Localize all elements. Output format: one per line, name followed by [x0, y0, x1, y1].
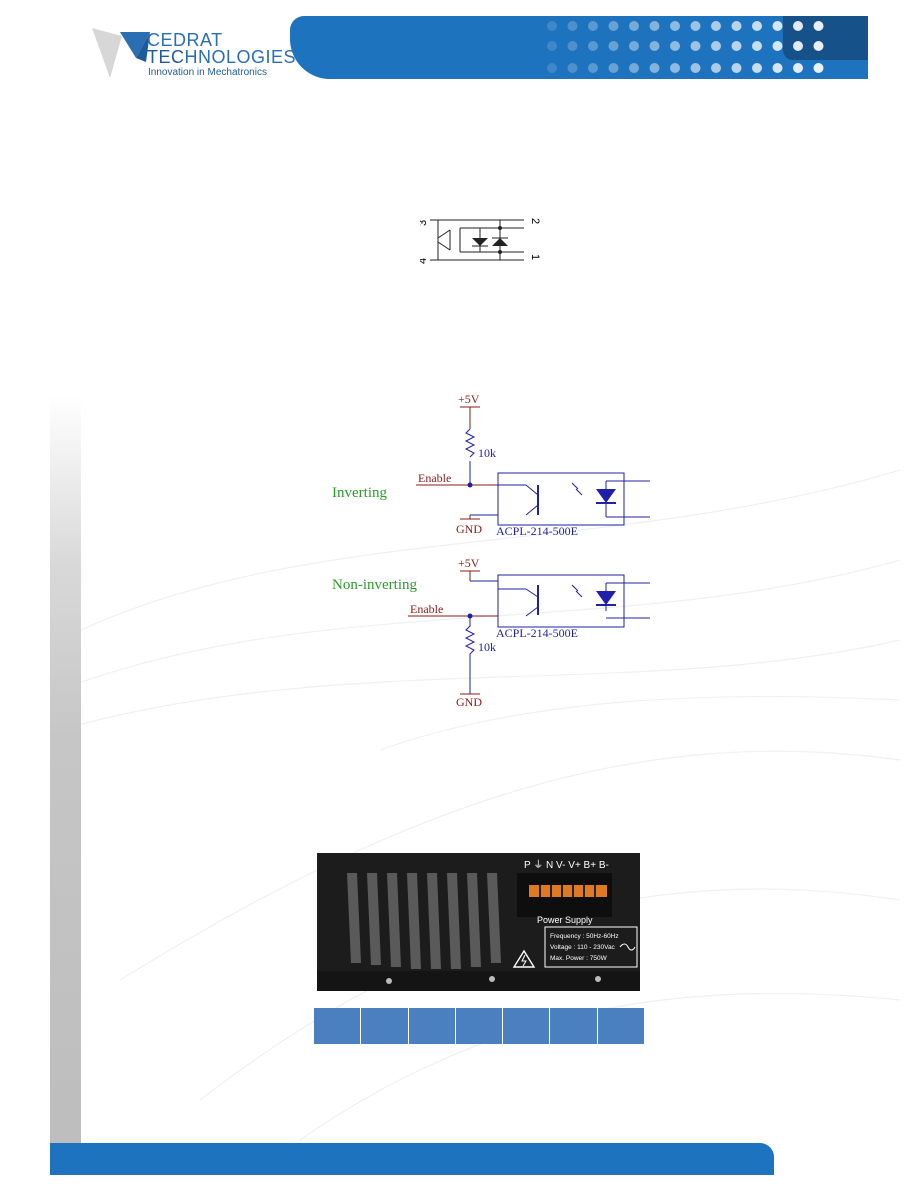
inverting-supply-label: +5V	[458, 392, 480, 406]
logo-name-line2: TECHNOLOGIES	[147, 47, 296, 68]
header-dot	[629, 21, 639, 31]
terminal-table	[314, 1008, 644, 1044]
header-dot	[752, 63, 762, 73]
header-dot	[813, 21, 824, 31]
header-dot	[813, 41, 824, 51]
pin-1-label: 1	[529, 254, 540, 260]
footer-bar	[50, 1143, 774, 1175]
ac-symbol-icon	[619, 943, 636, 951]
header-dot	[793, 63, 803, 73]
table-cell	[502, 1008, 551, 1044]
table-cell	[360, 1008, 409, 1044]
header-dot	[608, 41, 619, 51]
header-dot	[793, 21, 803, 31]
header-dot	[670, 21, 680, 31]
table-cell	[597, 1008, 644, 1044]
inverting-gnd-label: GND	[456, 522, 482, 536]
power-connector-photo: P ⏚ N V- V+ B+ B- Power Supply Frequency…	[317, 853, 640, 991]
inverting-enable-label: Enable	[418, 471, 451, 485]
header-dot	[752, 21, 762, 31]
header-dot	[711, 21, 721, 31]
header-dot	[547, 41, 557, 51]
noninverting-resistor-label: 10k	[478, 640, 496, 654]
logo-tagline: Innovation in Mechatronics	[148, 67, 267, 78]
header-dot	[608, 21, 619, 31]
header-dot	[772, 21, 783, 31]
header-dot	[608, 63, 619, 73]
noninverting-supply-label: +5V	[458, 556, 480, 570]
header-dot	[690, 21, 701, 31]
header-dot	[649, 21, 660, 31]
high-voltage-warning-icon	[512, 949, 536, 968]
header-dot	[690, 63, 701, 73]
header-dot	[813, 63, 824, 73]
header-dot	[588, 63, 598, 73]
header-banner	[290, 16, 868, 79]
logo-mark-icon	[92, 28, 150, 78]
header-dot	[567, 41, 578, 51]
header-dot	[588, 41, 598, 51]
header-dot	[629, 41, 639, 51]
noninverting-title: Non-inverting	[332, 577, 417, 593]
header-dot	[772, 41, 783, 51]
inverting-title: Inverting	[332, 485, 387, 501]
header-dot	[711, 63, 721, 73]
header-dot	[731, 63, 742, 73]
header-dot	[670, 41, 680, 51]
header-dot	[711, 41, 721, 51]
header-dot	[547, 63, 557, 73]
header-dot	[731, 21, 742, 31]
header-dot-pattern	[547, 21, 824, 73]
spec-frequency: Frequency : 50Hz-60Hz	[550, 933, 619, 940]
terminal-labels: P ⏚ N V- V+ B+ B-	[524, 859, 609, 871]
header-dot	[547, 21, 557, 31]
header-dot	[588, 21, 598, 31]
pin-3-label: 3	[420, 220, 429, 226]
table-cell	[549, 1008, 598, 1044]
noninverting-part-label: ACPL-214-500E	[496, 626, 578, 640]
noninverting-gnd-label: GND	[456, 695, 482, 709]
spec-voltage: Voltage : 110 - 230Vac	[550, 944, 616, 951]
table-cell	[314, 1008, 362, 1044]
spec-power: Max. Power : 750W	[550, 955, 608, 962]
logo-name-line1: CEDRAT	[147, 30, 223, 50]
header-dot	[670, 63, 680, 73]
power-supply-caption: Power Supply	[537, 915, 593, 925]
header-dot	[567, 21, 578, 31]
header-dot	[793, 41, 803, 51]
header-dot	[690, 41, 701, 51]
header-dot	[567, 63, 578, 73]
inverting-part-label: ACPL-214-500E	[496, 524, 578, 538]
noninverting-enable-label: Enable	[410, 602, 443, 616]
optocoupler-pinout-diagram: 3 4 2 1	[420, 218, 540, 264]
enable-input-schematic: Inverting +5V 10k Enable GND ACPL-214-50…	[332, 392, 650, 709]
header-dot	[731, 41, 742, 51]
inverting-resistor-label: 10k	[478, 446, 496, 460]
table-cell	[455, 1008, 504, 1044]
header-dot	[629, 63, 639, 73]
table-cell	[408, 1008, 456, 1044]
header-dot	[649, 41, 660, 51]
header-dot	[752, 41, 762, 51]
logo-name-hnologies: HNOLOGIES	[184, 47, 297, 67]
left-sidebar-band	[50, 395, 81, 1155]
header-dot	[772, 63, 783, 73]
logo-name-tec: TEC	[147, 47, 185, 67]
pin-4-label: 4	[420, 258, 429, 264]
table-row	[314, 1008, 644, 1044]
header-dot	[649, 63, 660, 73]
pin-2-label: 2	[529, 218, 540, 224]
